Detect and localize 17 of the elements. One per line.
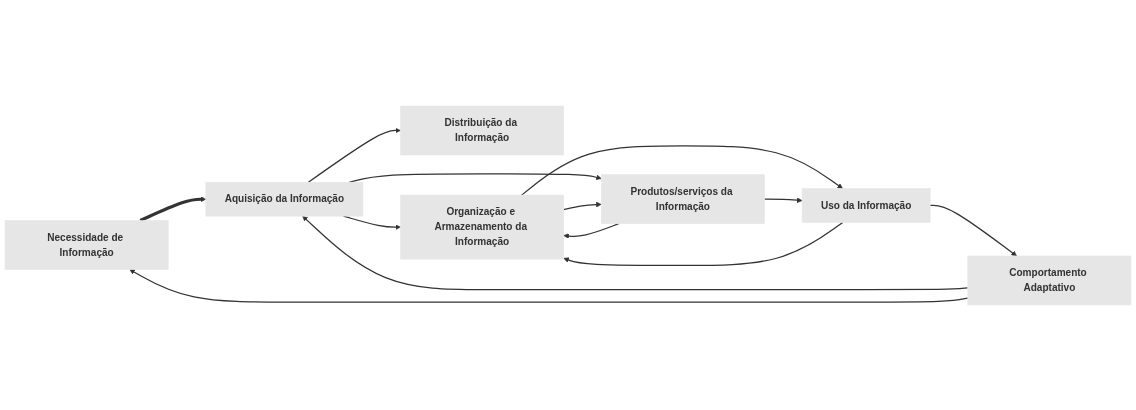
arrow <box>129 268 969 303</box>
arrow <box>139 195 207 222</box>
node-box: Distribuição da Informação <box>400 105 564 155</box>
arrow <box>307 127 401 183</box>
node-box: Produtos/serviços da Informação <box>601 173 765 224</box>
node-box: Organização e Armazenamento da Informação <box>400 194 564 259</box>
node-box: Comportamento Adaptativo <box>967 255 1132 305</box>
arrow <box>763 197 803 203</box>
node-box: Uso da Informação <box>801 187 931 223</box>
arrow <box>563 222 620 239</box>
arrow <box>521 144 843 196</box>
arrow <box>302 215 969 290</box>
node-box: Aquisição da Informação <box>205 181 364 216</box>
arrow <box>929 204 1017 256</box>
node-box: Necessidade de Informação <box>4 219 169 270</box>
arrow <box>563 221 844 266</box>
arrow <box>563 201 602 210</box>
